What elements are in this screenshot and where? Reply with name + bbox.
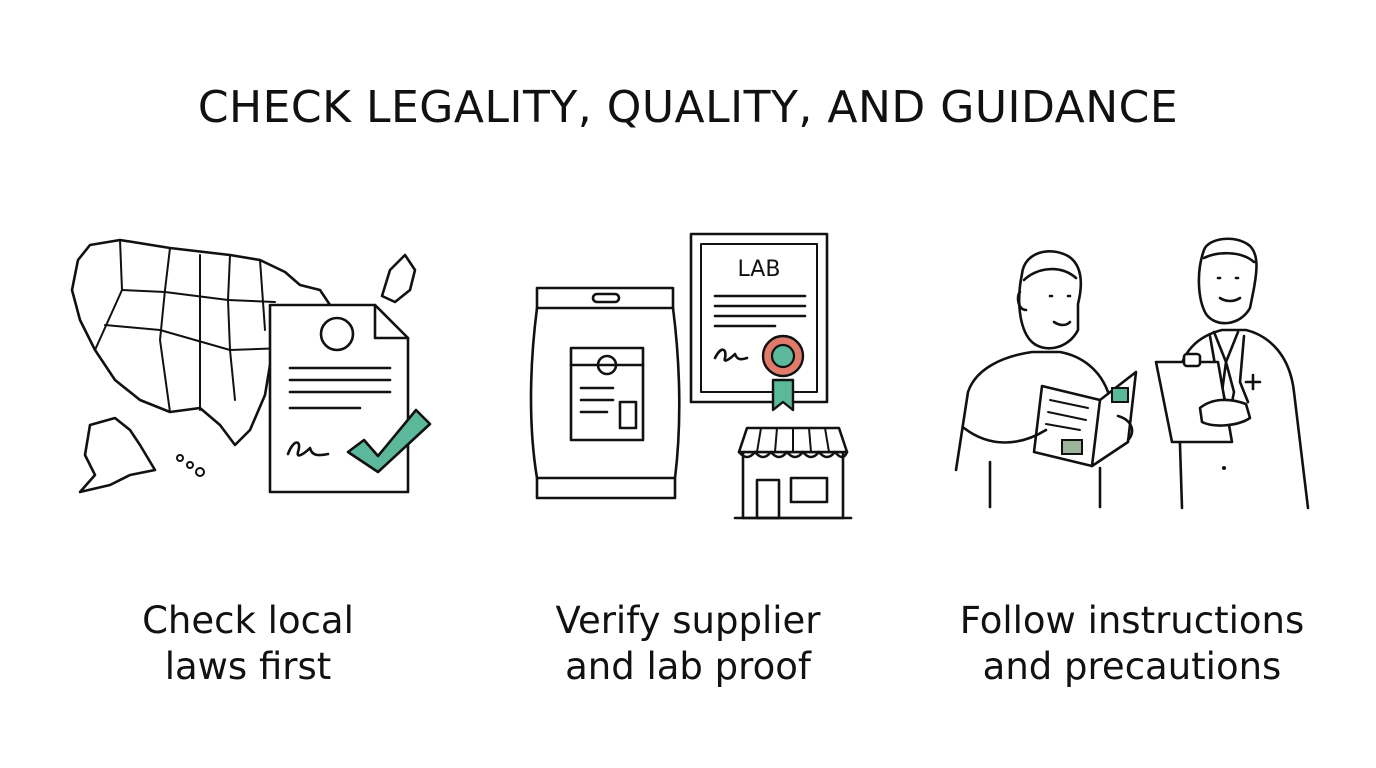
caption-line-1: Verify supplier bbox=[555, 599, 821, 642]
certificate-label: LAB bbox=[738, 257, 781, 282]
caption-line-2: and lab proof bbox=[565, 645, 811, 688]
product-bag-lab-certificate-store-icon: LAB bbox=[525, 230, 855, 525]
step-caption-instructions: Follow instructions and precautions bbox=[922, 598, 1342, 690]
page-title: CHECK LEGALITY, QUALITY, AND GUIDANCE bbox=[197, 82, 1179, 133]
caption-line-2: and precautions bbox=[982, 645, 1282, 688]
step-caption-supplier: Verify supplier and lab proof bbox=[478, 598, 898, 690]
caption-line-1: Follow instructions bbox=[959, 599, 1305, 642]
us-map-legal-document-icon bbox=[60, 230, 440, 510]
patient-and-doctor-icon bbox=[950, 232, 1320, 512]
step-caption-laws: Check local laws first bbox=[38, 598, 458, 690]
caption-line-2: laws first bbox=[164, 645, 332, 688]
caption-line-1: Check local bbox=[142, 599, 354, 642]
